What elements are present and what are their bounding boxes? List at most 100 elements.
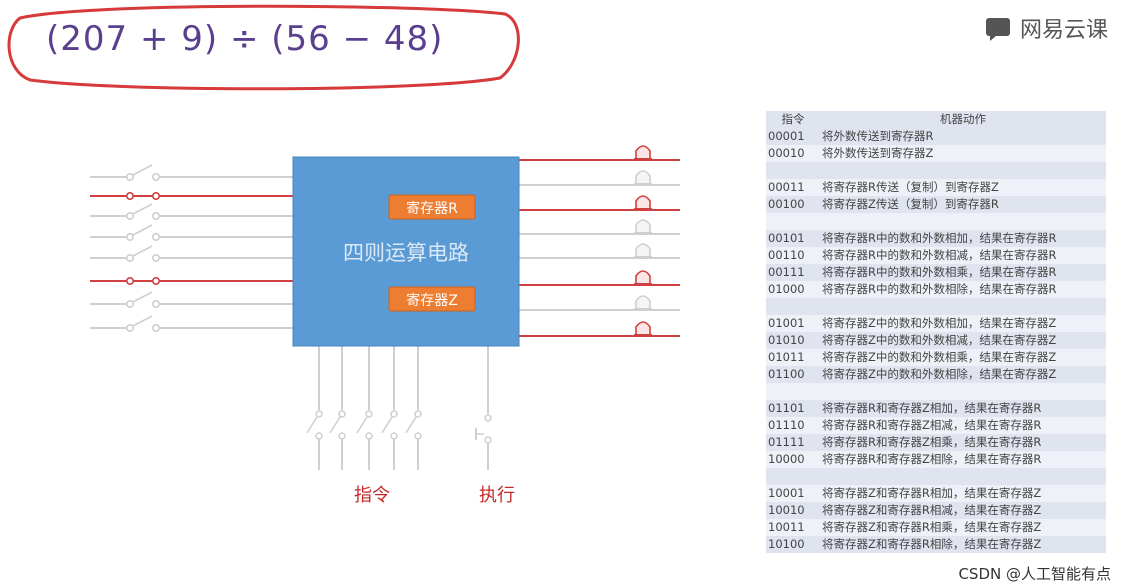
table-row [766, 298, 1106, 315]
input-switch[interactable] [90, 164, 293, 182]
instruction-switch[interactable] [356, 346, 373, 470]
arithmetic-circuit-box [292, 156, 520, 347]
instruction-switch[interactable] [329, 346, 346, 470]
instruction-code: 00110 [766, 247, 820, 264]
output-lamp [519, 145, 680, 161]
machine-action: 将寄存器Z和寄存器R相除，结果在寄存器Z [820, 536, 1106, 553]
register-z-label: 寄存器Z [406, 292, 458, 309]
instruction-code: 00111 [766, 264, 820, 281]
logo: 网易云课 [984, 12, 1108, 44]
output-lamp [519, 170, 680, 186]
instruction-code [766, 213, 820, 230]
instruction-code: 10011 [766, 519, 820, 536]
machine-action [820, 213, 1106, 230]
logo-text: 网易云课 [1020, 18, 1109, 43]
output-lamp [519, 270, 680, 286]
bottom-switches [306, 346, 492, 470]
input-switch[interactable] [90, 203, 293, 221]
execute-switch[interactable] [475, 346, 492, 470]
machine-action: 将寄存器R和寄存器Z相除，结果在寄存器R [820, 451, 1106, 468]
machine-action: 将寄存器R中的数和外数相除，结果在寄存器R [820, 281, 1106, 298]
table-header-row: 指令 机器动作 [766, 111, 1106, 128]
machine-action: 将寄存器R和寄存器Z相加，结果在寄存器R [820, 400, 1106, 417]
watermark: CSDN @人工智能有点 [958, 565, 1111, 583]
instruction-code: 10001 [766, 485, 820, 502]
instruction-code [766, 383, 820, 400]
machine-action: 将外数传送到寄存器R [820, 128, 1106, 145]
input-switch[interactable] [90, 224, 293, 242]
instruction-code: 01110 [766, 417, 820, 434]
instruction-label: 指令 [354, 485, 390, 506]
output-lamp [519, 219, 680, 235]
instruction-switch[interactable] [405, 346, 422, 470]
register-z-box [388, 286, 476, 312]
instruction-code [766, 298, 820, 315]
machine-action: 将寄存器R中的数和外数相加，结果在寄存器R [820, 230, 1106, 247]
machine-action: 将寄存器Z传送（复制）到寄存器R [820, 196, 1106, 213]
output-lamp [519, 321, 680, 337]
register-r-label: 寄存器R [406, 200, 458, 217]
table-row [766, 468, 1106, 485]
arithmetic-expression: (207 + 9) ÷ (56 − 48) [46, 19, 444, 59]
machine-action: 将寄存器R传送（复制）到寄存器Z [820, 179, 1106, 196]
machine-action: 将外数传送到寄存器Z [820, 145, 1106, 162]
machine-action: 将寄存器R和寄存器Z相减，结果在寄存器R [820, 417, 1106, 434]
input-switch[interactable] [90, 276, 293, 285]
instruction-code: 01001 [766, 315, 820, 332]
table-row [766, 162, 1106, 179]
output-lamp [519, 295, 680, 311]
table-header-action: 机器动作 [820, 111, 1106, 128]
table-row [766, 213, 1106, 230]
input-switch[interactable] [90, 291, 293, 308]
instruction-switch[interactable] [381, 346, 398, 470]
instruction-code: 01101 [766, 400, 820, 417]
machine-action: 将寄存器Z中的数和外数相乘，结果在寄存器Z [820, 349, 1106, 366]
instruction-code: 01000 [766, 281, 820, 298]
output-lamp [519, 195, 680, 211]
instruction-code: 00001 [766, 128, 820, 145]
instruction-switch[interactable] [306, 346, 323, 470]
machine-action: 将寄存器R中的数和外数相乘，结果在寄存器R [820, 264, 1106, 281]
table-header-code: 指令 [766, 111, 820, 128]
machine-action: 将寄存器Z中的数和外数相减，结果在寄存器Z [820, 332, 1106, 349]
instruction-code: 00100 [766, 196, 820, 213]
table-row [766, 383, 1106, 400]
input-switch[interactable] [90, 315, 293, 332]
instruction-code [766, 162, 820, 179]
instruction-code: 01010 [766, 332, 820, 349]
register-r-box [388, 194, 476, 220]
instruction-code: 01100 [766, 366, 820, 383]
machine-action: 将寄存器R和寄存器Z相乘，结果在寄存器R [820, 434, 1106, 451]
machine-action: 将寄存器R中的数和外数相减，结果在寄存器R [820, 247, 1106, 264]
machine-action: 将寄存器Z和寄存器R相乘，结果在寄存器Z [820, 519, 1106, 536]
logo-icon [986, 18, 1010, 41]
machine-action: 将寄存器Z和寄存器R相减，结果在寄存器Z [820, 502, 1106, 519]
input-switch[interactable] [90, 245, 293, 263]
instruction-code: 10000 [766, 451, 820, 468]
instruction-code: 10010 [766, 502, 820, 519]
machine-action [820, 298, 1106, 315]
instruction-code: 00010 [766, 145, 820, 162]
machine-action: 将寄存器Z和寄存器R相加，结果在寄存器Z [820, 485, 1106, 502]
instruction-code [766, 468, 820, 485]
expression-highlight-oval [7, 4, 520, 91]
machine-action: 将寄存器Z中的数和外数相加，结果在寄存器Z [820, 315, 1106, 332]
input-switch[interactable] [90, 192, 293, 201]
machine-action [820, 162, 1106, 179]
